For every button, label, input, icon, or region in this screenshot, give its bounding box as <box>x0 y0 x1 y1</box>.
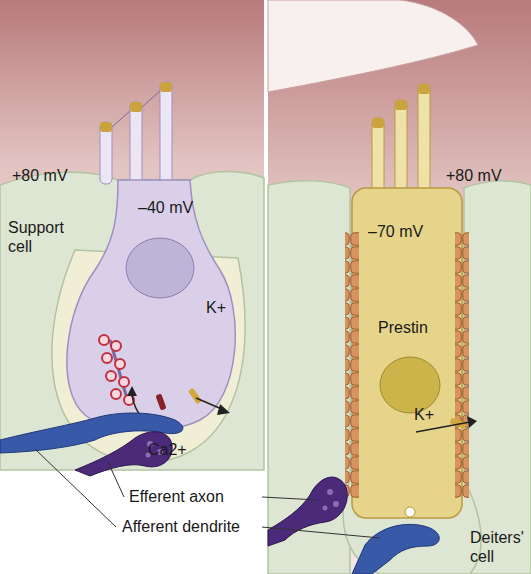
stereocilium <box>418 84 430 194</box>
tectorial-membrane <box>268 0 478 92</box>
arrow-head <box>217 404 230 415</box>
support-cell <box>0 172 264 471</box>
prestin-column <box>455 232 469 498</box>
potential-label: –70 mV <box>368 222 448 241</box>
endolymph <box>268 0 531 574</box>
tip-link <box>112 91 160 127</box>
ion-label: K+ <box>414 405 454 424</box>
stereocilium-tip <box>395 100 407 110</box>
structure-label: Afferent dendrite <box>120 517 242 536</box>
stereocilium-tip <box>418 84 430 94</box>
potential-label: +80 mV <box>446 166 526 185</box>
afferent-dendrite <box>352 524 439 574</box>
structure-label: Efferent axon <box>127 487 226 506</box>
nucleus <box>380 357 440 413</box>
nucleus <box>126 238 194 298</box>
potential-label: –40 mV <box>138 198 208 217</box>
protein-label: Prestin <box>378 318 448 337</box>
arrow-head <box>467 416 477 428</box>
ion-label: K+ <box>206 298 246 317</box>
endolymph <box>0 0 264 470</box>
efferent-vesicles <box>323 489 340 511</box>
prestin-column <box>345 232 359 498</box>
stereocilium-tip <box>160 82 172 92</box>
outer-hair-cell <box>352 188 462 518</box>
stereocilium-tip <box>100 122 112 132</box>
ion-label: Ca2+ <box>148 440 198 459</box>
stereocilium <box>395 100 407 194</box>
stereocilium-tip <box>130 102 142 112</box>
leader-line <box>108 462 124 497</box>
potassium-arrow <box>416 422 470 432</box>
leader-line <box>262 527 380 538</box>
leader-line <box>35 449 116 527</box>
stereocilium <box>372 118 384 194</box>
calcium-channel <box>155 393 166 410</box>
potassium-channel <box>188 388 202 405</box>
cell-label: Deiters' cell <box>470 528 530 566</box>
synaptic-vesicle <box>405 507 415 517</box>
stereocilium-tip <box>372 118 384 128</box>
efferent-axon <box>268 477 347 546</box>
stereocilium <box>130 102 142 184</box>
support-cell <box>268 181 350 574</box>
stereocilium <box>160 82 172 184</box>
leader-line <box>262 497 318 500</box>
potential-label: +80 mV <box>12 166 92 185</box>
cell-label: Support cell <box>8 218 78 256</box>
arrow-head <box>127 386 137 396</box>
stereocilium <box>100 122 112 184</box>
